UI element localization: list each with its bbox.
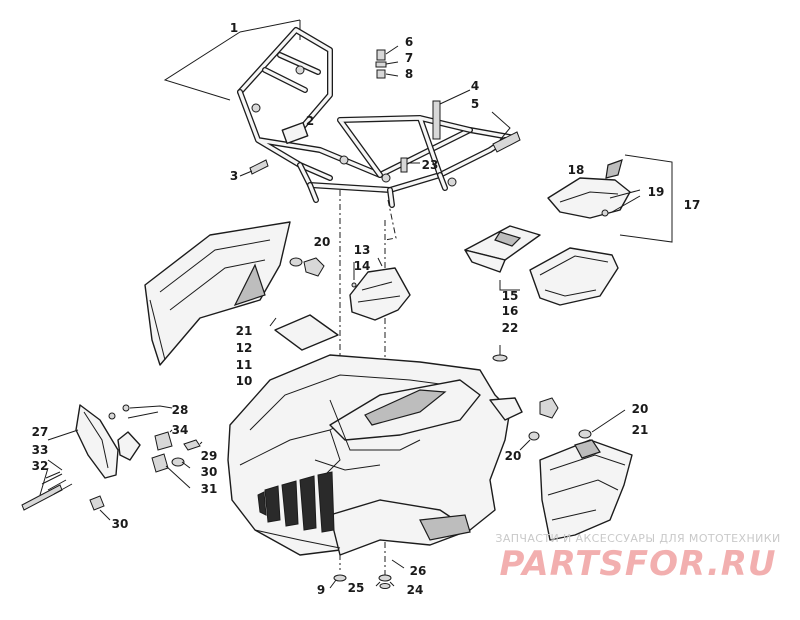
pad-11-12	[269, 314, 339, 351]
watermark-caption: ЗАПЧАСТИ И АКСЕССУАРЫ ДЛЯ МОТОТЕХНИКИ	[495, 532, 781, 545]
watermark-brand: PARTSFOR.RU	[499, 544, 777, 584]
callout-9: 9	[316, 583, 326, 597]
callout-25: 25	[347, 581, 365, 595]
callout-18: 18	[567, 163, 585, 177]
bolt-4-5	[432, 89, 521, 153]
callout-3: 3	[229, 169, 239, 183]
callout-32: 32	[31, 459, 49, 473]
callout-16: 16	[501, 304, 519, 318]
bottom-hardware	[329, 559, 405, 589]
callout-30-upper: 30	[200, 465, 218, 479]
callout-14: 14	[353, 259, 371, 273]
callout-20-right: 20	[631, 402, 649, 416]
front-grille	[257, 471, 335, 533]
callout-10: 10	[235, 374, 253, 388]
callout-6: 6	[404, 35, 414, 49]
callout-24: 24	[406, 583, 424, 597]
callout-21-left: 21	[235, 324, 253, 338]
cover-17-18-19	[547, 154, 673, 243]
callout-2: 2	[305, 114, 315, 128]
callout-12: 12	[235, 341, 253, 355]
callout-26: 26	[409, 564, 427, 578]
callout-5: 5	[470, 97, 480, 111]
callout-31: 31	[200, 482, 218, 496]
callout-20-upper: 20	[313, 235, 331, 249]
callout-33: 33	[31, 443, 49, 457]
callout-27: 27	[31, 425, 49, 439]
callout-20-lower: 20	[504, 449, 522, 463]
grommet-22	[492, 345, 508, 362]
storage-bin-15-16	[464, 225, 619, 306]
hardware-6-7-8	[375, 45, 399, 79]
callout-34: 34	[171, 423, 189, 437]
watermark: ЗАПЧАСТИ И АКСЕССУАРЫ ДЛЯ МОТОТЕХНИКИ PA…	[488, 532, 788, 592]
front-body	[227, 354, 523, 556]
callout-4: 4	[470, 79, 480, 93]
grommet-20-right	[519, 397, 626, 451]
callout-17: 17	[683, 198, 701, 212]
callout-23: 23	[421, 158, 439, 172]
callout-19: 19	[647, 185, 665, 199]
callout-11: 11	[235, 358, 253, 372]
callout-8: 8	[404, 67, 414, 81]
callout-1: 1	[229, 21, 239, 35]
callout-29: 29	[200, 449, 218, 463]
callout-13: 13	[353, 243, 371, 257]
grommet-20-upper	[289, 257, 325, 277]
headlight-assembly	[21, 404, 203, 521]
front-rack	[237, 27, 518, 208]
callout-30-lower: 30	[111, 517, 129, 531]
callout-21-right: 21	[631, 423, 649, 437]
right-side-panel	[539, 439, 633, 541]
callout-22: 22	[501, 321, 519, 335]
callout-28: 28	[171, 403, 189, 417]
bolt-23	[400, 157, 420, 173]
callout-7: 7	[404, 51, 414, 65]
bracket-13-14	[349, 257, 411, 321]
bolt-3	[239, 159, 269, 177]
callout-15: 15	[501, 289, 519, 303]
left-side-panel	[144, 221, 291, 366]
